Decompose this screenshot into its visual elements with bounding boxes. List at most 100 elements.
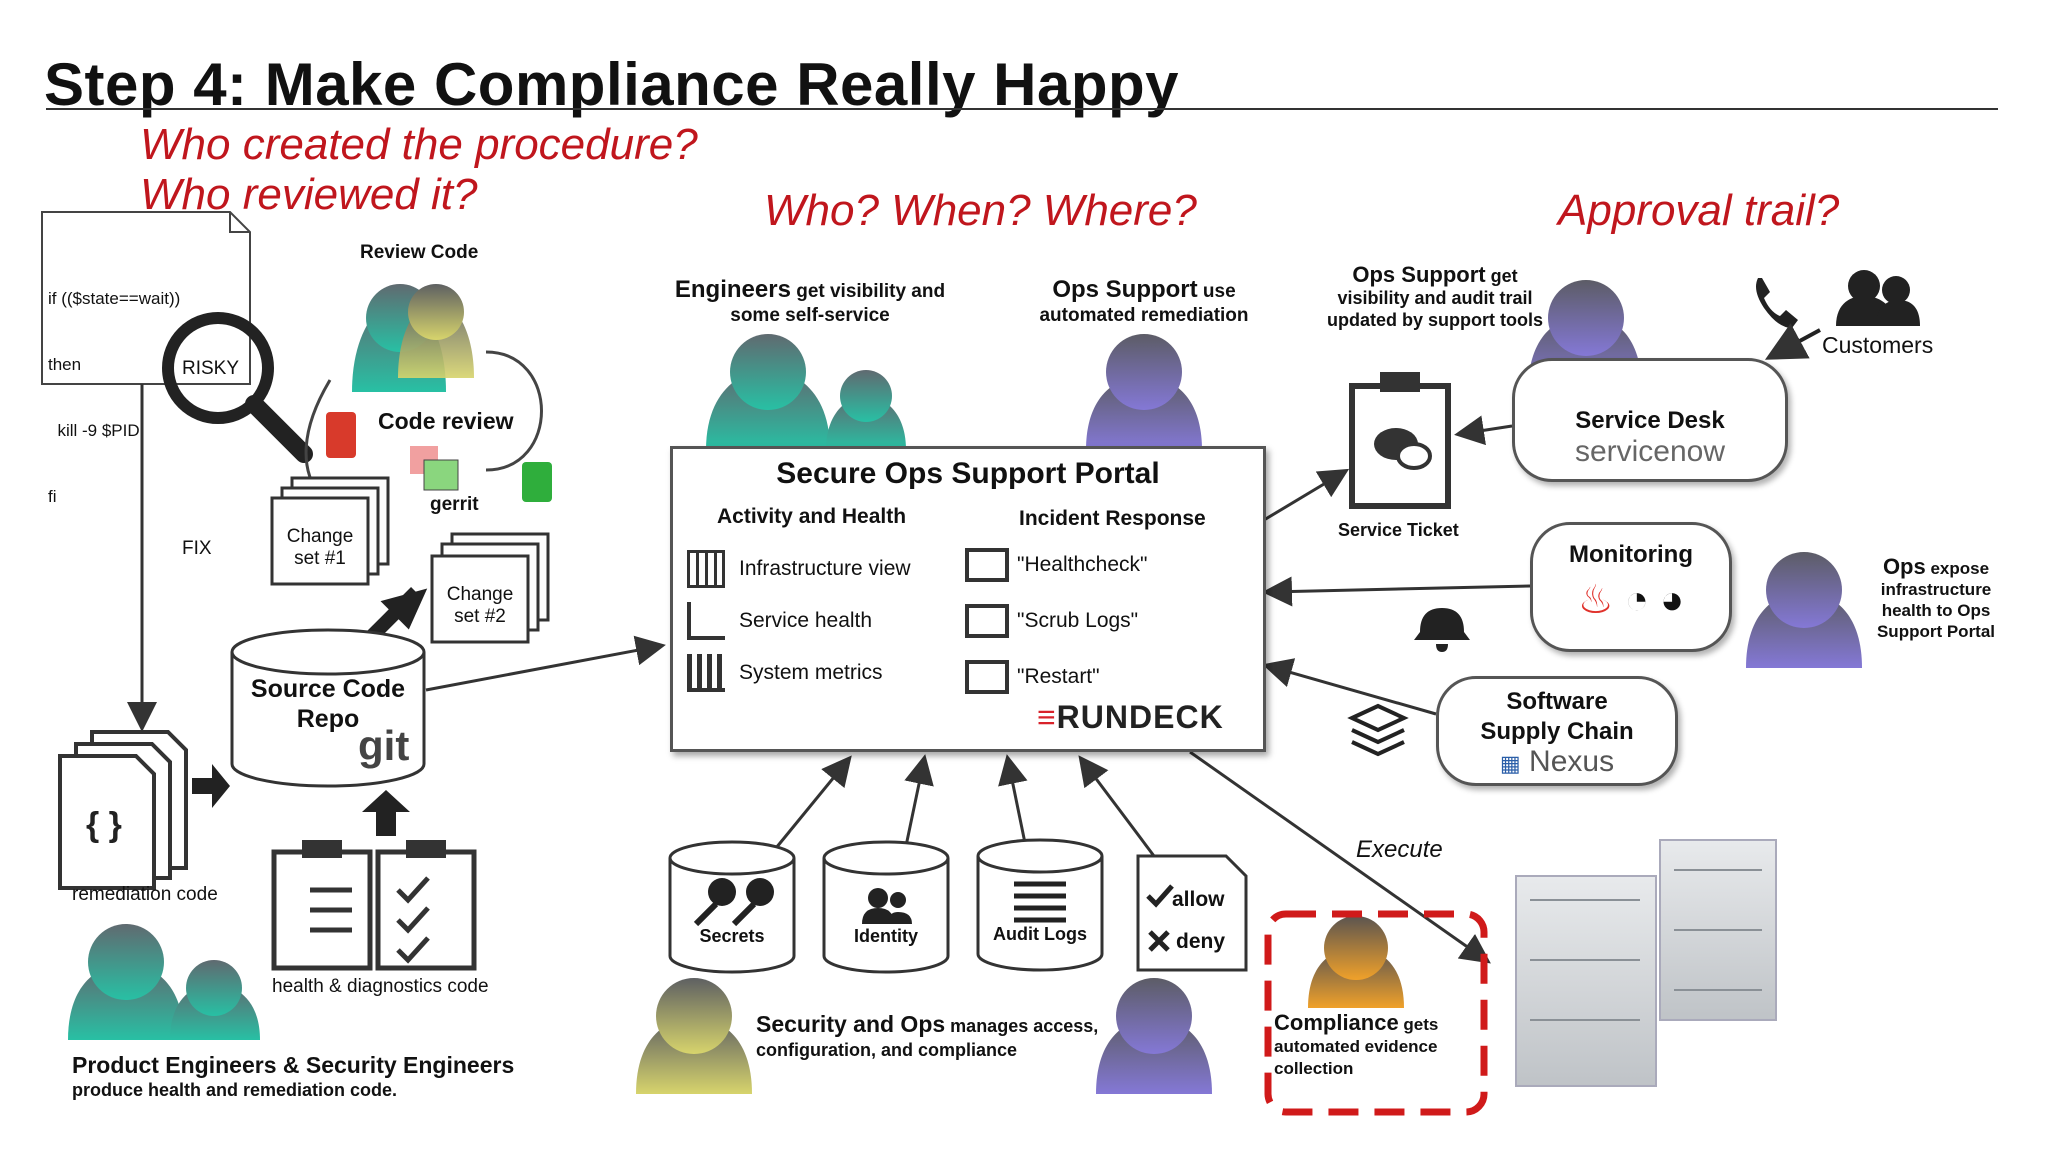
ops-right-rest: get — [1485, 266, 1518, 286]
portal-item-system-metrics[interactable]: System metrics — [687, 647, 911, 699]
compliance-line3: collection — [1274, 1059, 1354, 1078]
job-label: "Restart" — [1017, 665, 1100, 688]
job-healthcheck[interactable]: "Healthcheck" — [965, 537, 1147, 593]
incident-response-heading: Incident Response — [1019, 507, 1206, 530]
expose-line2: infrastructure — [1880, 580, 1992, 599]
supply-chain-pill: Software Supply Chain ▦ Nexus — [1436, 676, 1678, 786]
nexus-mark-icon: ▦ — [1499, 751, 1521, 776]
calendar-icon — [687, 550, 725, 588]
repo-line2: Repo — [296, 705, 360, 733]
monitoring-icons: ♨ ◔ ◕ — [1533, 577, 1729, 623]
job-label: "Healthcheck" — [1017, 553, 1148, 576]
gauge-icon: ◕ — [1660, 578, 1685, 622]
identity-cylinder — [822, 840, 950, 974]
expose-rest: expose — [1925, 559, 1990, 578]
thumbs-up-icon — [522, 462, 552, 502]
job-restart[interactable]: "Restart" — [965, 649, 1147, 705]
ops-right-line3: updated by support tools — [1327, 310, 1543, 330]
engineers-caption: Engineers get visibility and some self-s… — [660, 278, 960, 328]
thumbs-down-icon — [326, 412, 356, 458]
portal-item-label: System metrics — [739, 661, 883, 684]
code-line: then — [48, 355, 82, 374]
service-ticket-icon — [1349, 372, 1451, 509]
code-document — [41, 211, 251, 385]
changeset-1-label: Change set #1 — [286, 526, 354, 569]
compliance-dashed-box — [1264, 910, 1488, 1116]
product-engineers-sub: produce health and remediation code. — [72, 1080, 398, 1100]
audit-logs-label: Audit Logs — [993, 924, 1087, 944]
job-scrub-logs[interactable]: "Scrub Logs" — [965, 593, 1147, 649]
portal-item-label: Service health — [739, 609, 873, 632]
deny-label: deny — [1176, 930, 1226, 953]
security-ops-caption: Security and Ops manages access, configu… — [756, 1012, 1098, 1062]
changeset-2-label: Change set #2 — [446, 584, 514, 627]
expose-line4: Support Portal — [1876, 622, 1996, 641]
service-desk-label: Service Desk — [1575, 407, 1725, 434]
ops-expose-caption: Ops expose infrastructure health to Ops … — [1846, 556, 2026, 642]
expose-line3: health to Ops — [1881, 601, 1991, 620]
security-ops-persons — [636, 978, 1212, 1094]
flame-icon: ♨ — [1577, 578, 1614, 622]
compliance-line2: automated evidence — [1274, 1037, 1438, 1056]
incident-list: "Healthcheck" "Scrub Logs" "Restart" — [965, 537, 1147, 705]
remediation-label: remediation code — [72, 884, 218, 905]
ops-support-caption: Ops Support use automated remediation — [1024, 278, 1264, 328]
engineers-line2: some self-service — [730, 305, 890, 326]
question-who-when-where: Who? When? Where? — [764, 186, 1197, 235]
video-icon — [965, 548, 1009, 582]
identity-label: Identity — [853, 926, 918, 946]
changeset-1-stack — [270, 476, 390, 586]
question-approval-trail: Approval trail? — [1558, 186, 1840, 235]
video-icon — [965, 660, 1009, 694]
compliance-caption: Compliance gets automated evidence colle… — [1274, 1012, 1438, 1080]
supply-line2: Supply Chain — [1480, 718, 1634, 745]
health-diagnostics-label: health & diagnostics code — [272, 976, 489, 997]
secops-rest: manages access, — [945, 1016, 1099, 1036]
code-line: if (($state==wait)) — [48, 289, 181, 308]
servicenow-logo: servicenow — [1574, 435, 1726, 468]
service-desk-pill: Service Desk servicenow — [1512, 358, 1788, 482]
compliance-rest: gets — [1398, 1015, 1439, 1034]
repo-label: Source Code Repo — [232, 674, 424, 734]
engineers-rest: get visibility and — [790, 281, 946, 302]
rundeck-mark-icon: ≡ — [1037, 699, 1057, 735]
secrets-label: Secrets — [699, 926, 765, 946]
engineers-bold: Engineers — [674, 276, 791, 303]
phone-icon — [1756, 278, 1798, 328]
svg-text:{ }: { } — [86, 806, 122, 844]
risky-label: RISKY — [182, 358, 240, 379]
repo-line1: Source Code — [250, 675, 406, 703]
git-logo: git — [358, 722, 410, 769]
question-created: Who created the procedure? — [140, 120, 698, 169]
code-line: fi — [48, 487, 57, 506]
gauge-icon: ◔ — [1624, 578, 1649, 622]
allow-label: allow — [1172, 888, 1225, 911]
code-line: kill -9 $PID — [48, 421, 140, 440]
changeset-2-stack — [430, 532, 550, 644]
secops-bold: Security and Ops — [756, 1011, 946, 1037]
repo-cylinder — [230, 628, 426, 788]
ops-support-portal: Secure Ops Support Portal Activity and H… — [670, 446, 1266, 752]
ops-rest: use — [1197, 281, 1236, 302]
engineers-persons-top — [706, 334, 906, 450]
magnifier-icon — [162, 312, 313, 463]
activity-list: Infrastructure view Service health Syste… — [687, 543, 911, 699]
product-engineers-persons — [68, 924, 260, 1040]
activity-health-heading: Activity and Health — [717, 505, 907, 528]
code-review-label: Code review — [378, 408, 514, 434]
layers-icon — [1347, 703, 1409, 757]
supply-chain-label: Software Supply Chain — [1439, 687, 1675, 747]
video-icon — [965, 604, 1009, 638]
ops-bold: Ops Support — [1052, 276, 1198, 303]
portal-item-service-health[interactable]: Service health — [687, 595, 911, 647]
ops-expose-person — [1746, 552, 1862, 668]
supply-line1: Software — [1506, 688, 1608, 715]
allow-deny-doc — [1136, 854, 1248, 972]
nexus-label: Nexus — [1529, 745, 1615, 778]
secops-line2: configuration, and compliance — [756, 1040, 1018, 1060]
portal-item-infrastructure[interactable]: Infrastructure view — [687, 543, 911, 595]
secrets-cylinder — [668, 840, 796, 974]
review-code-label: Review Code — [360, 242, 479, 263]
service-ticket-label: Service Ticket — [1338, 520, 1459, 540]
rundeck-label: RUNDECK — [1056, 699, 1224, 735]
